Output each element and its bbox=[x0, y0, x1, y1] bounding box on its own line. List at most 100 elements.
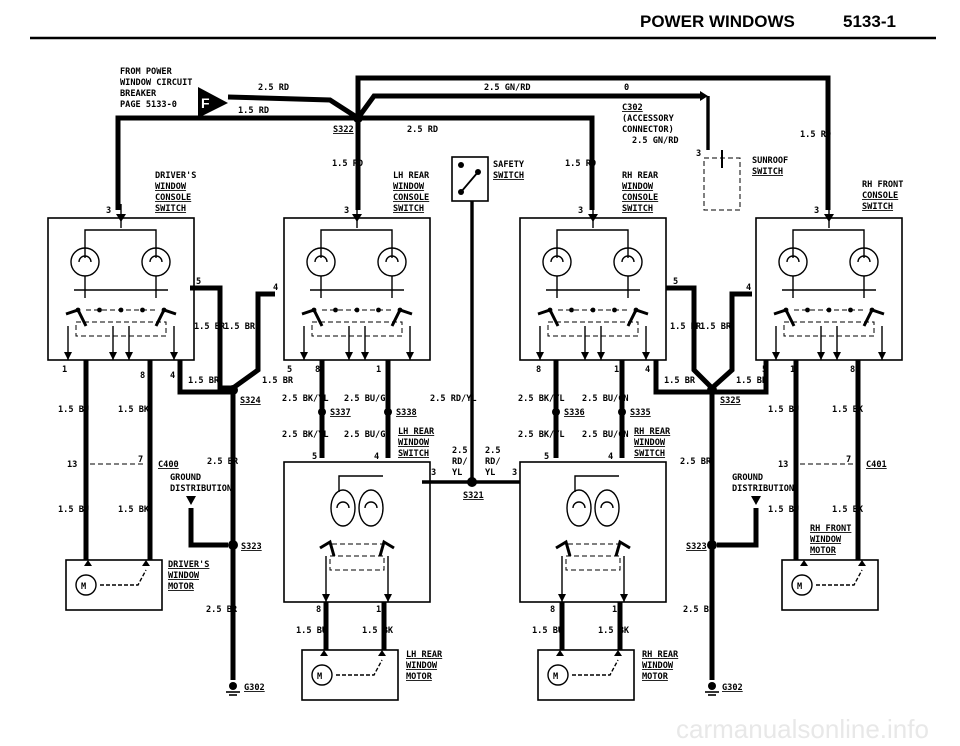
svg-text:RH FRONT: RH FRONT bbox=[810, 524, 851, 534]
motor-housing bbox=[301, 649, 399, 701]
svg-text:3: 3 bbox=[431, 468, 436, 478]
svg-text:SAFETY: SAFETY bbox=[493, 160, 525, 170]
svg-text:MOTOR: MOTOR bbox=[810, 546, 837, 556]
switch-housing bbox=[283, 217, 431, 361]
lamp-filament-icon bbox=[336, 501, 350, 509]
contact-point bbox=[783, 307, 789, 313]
svg-text:2.5 BR: 2.5 BR bbox=[680, 457, 712, 467]
rh-rear-window-switch bbox=[519, 461, 667, 603]
svg-text:2.5 BU/GN: 2.5 BU/GN bbox=[344, 394, 391, 404]
svg-text:WINDOW: WINDOW bbox=[168, 571, 200, 581]
svg-text:2.5: 2.5 bbox=[485, 446, 501, 456]
svg-text:C302: C302 bbox=[622, 103, 643, 113]
contact-point bbox=[590, 307, 596, 313]
svg-text:SWITCH: SWITCH bbox=[398, 449, 429, 459]
rh-front-window-motor: M bbox=[781, 559, 879, 611]
svg-text:2.5 GN/RD: 2.5 GN/RD bbox=[632, 136, 679, 146]
lamp-filament-icon bbox=[149, 255, 163, 263]
rocker-left-icon bbox=[65, 308, 88, 327]
svg-text:5: 5 bbox=[762, 365, 767, 375]
switch-housing bbox=[47, 217, 195, 361]
sunroof-switch: SUNROOF SWITCH bbox=[703, 150, 788, 211]
lamp-icon bbox=[358, 489, 384, 527]
rocker-right-icon bbox=[378, 539, 395, 557]
svg-text:3: 3 bbox=[106, 206, 111, 216]
motor-icon bbox=[791, 574, 813, 596]
lamp-filament-icon bbox=[600, 501, 614, 509]
rocker-left-icon bbox=[537, 308, 560, 327]
svg-text:CONSOLE: CONSOLE bbox=[862, 191, 898, 201]
svg-text:RD/: RD/ bbox=[485, 457, 501, 467]
console-switches bbox=[47, 204, 903, 361]
svg-text:1: 1 bbox=[612, 605, 617, 615]
splice-s322: S322 bbox=[333, 125, 354, 135]
motor-symbol: M bbox=[797, 582, 802, 592]
drive-linkage bbox=[816, 569, 863, 586]
contact-point bbox=[848, 307, 853, 313]
svg-text:2.5: 2.5 bbox=[452, 446, 468, 456]
svg-text:2.5 BK/YL: 2.5 BK/YL bbox=[282, 394, 329, 404]
svg-text:WINDOW: WINDOW bbox=[406, 661, 438, 671]
source-label: FROM POWER WINDOW CIRCUIT BREAKER PAGE 5… bbox=[120, 67, 192, 110]
svg-text:WINDOW: WINDOW bbox=[393, 182, 425, 192]
output-arrow-icon bbox=[597, 352, 605, 360]
switch-housing bbox=[283, 461, 431, 603]
svg-text:2.5 BU/GN: 2.5 BU/GN bbox=[582, 430, 629, 440]
svg-text:PAGE 5133-0: PAGE 5133-0 bbox=[120, 100, 177, 110]
output-arrow-icon bbox=[620, 594, 628, 602]
svg-text:G302: G302 bbox=[244, 683, 265, 693]
rh-front-console-switch-label: RH FRONT CONSOLE SWITCH bbox=[862, 180, 903, 212]
lamp-icon bbox=[566, 489, 592, 527]
svg-text:DRIVER'S: DRIVER'S bbox=[168, 560, 209, 570]
lamp-filament-icon bbox=[572, 501, 586, 509]
rocker-left-icon bbox=[773, 308, 796, 327]
svg-text:2.5 BR: 2.5 BR bbox=[206, 605, 238, 615]
svg-text:WINDOW: WINDOW bbox=[398, 438, 430, 448]
switch-housing bbox=[755, 217, 903, 361]
svg-text:5: 5 bbox=[544, 452, 549, 462]
svg-text:2.5 BK/YL: 2.5 BK/YL bbox=[282, 430, 329, 440]
svg-text:CONSOLE: CONSOLE bbox=[622, 193, 658, 203]
svg-text:1.5 BU: 1.5 BU bbox=[58, 405, 89, 415]
driver-window-motor: M bbox=[65, 559, 163, 611]
svg-text:DISTRIBUTION: DISTRIBUTION bbox=[170, 484, 232, 494]
svg-text:RD/: RD/ bbox=[452, 457, 468, 467]
motor-icon bbox=[75, 574, 97, 596]
svg-text:8: 8 bbox=[315, 365, 320, 375]
svg-text:4: 4 bbox=[170, 371, 175, 381]
svg-text:GROUND: GROUND bbox=[732, 473, 763, 483]
svg-text:1.5 BU: 1.5 BU bbox=[768, 405, 799, 415]
bus-line bbox=[792, 229, 865, 258]
motor-arrow-icon bbox=[614, 650, 622, 656]
interlock-frame bbox=[783, 321, 875, 337]
svg-text:RH FRONT: RH FRONT bbox=[862, 180, 903, 190]
output-arrow-icon bbox=[345, 352, 353, 360]
switch-housing bbox=[519, 217, 667, 361]
svg-text:RH REAR: RH REAR bbox=[642, 650, 679, 660]
rh-rear-console-switch bbox=[519, 204, 667, 361]
svg-text:1.5 BR: 1.5 BR bbox=[188, 376, 220, 386]
switch-housing bbox=[519, 461, 667, 603]
splice-s338: S338 bbox=[396, 408, 417, 418]
output-arrow-icon bbox=[64, 352, 72, 360]
svg-text:2.5 BR: 2.5 BR bbox=[207, 457, 239, 467]
svg-text:4: 4 bbox=[374, 452, 379, 462]
lh-rear-window-switch bbox=[283, 461, 431, 603]
lamp-filament-icon bbox=[78, 255, 92, 263]
motor-symbol: M bbox=[81, 582, 86, 592]
svg-text:WINDOW CIRCUIT: WINDOW CIRCUIT bbox=[120, 78, 192, 88]
svg-text:1.5 BU: 1.5 BU bbox=[58, 505, 89, 515]
contact-point bbox=[826, 307, 832, 313]
bus-line bbox=[574, 475, 619, 492]
svg-text:LH REAR: LH REAR bbox=[398, 427, 435, 437]
svg-text:2.5 RD/YL: 2.5 RD/YL bbox=[430, 394, 477, 404]
power-feed-wires: 2.5 RD 1.5 RD 2.5 RD 1.5 RD 1.5 RD 1.5 R… bbox=[115, 75, 831, 210]
svg-text:8: 8 bbox=[316, 605, 321, 615]
svg-text:RH REAR: RH REAR bbox=[622, 171, 659, 181]
svg-text:BREAKER: BREAKER bbox=[120, 89, 157, 99]
svg-text:3: 3 bbox=[578, 206, 583, 216]
lamp-filament-icon bbox=[364, 501, 378, 509]
contact-point bbox=[118, 307, 124, 313]
svg-text:4: 4 bbox=[645, 365, 650, 375]
splice-s325: S325 bbox=[720, 396, 741, 406]
